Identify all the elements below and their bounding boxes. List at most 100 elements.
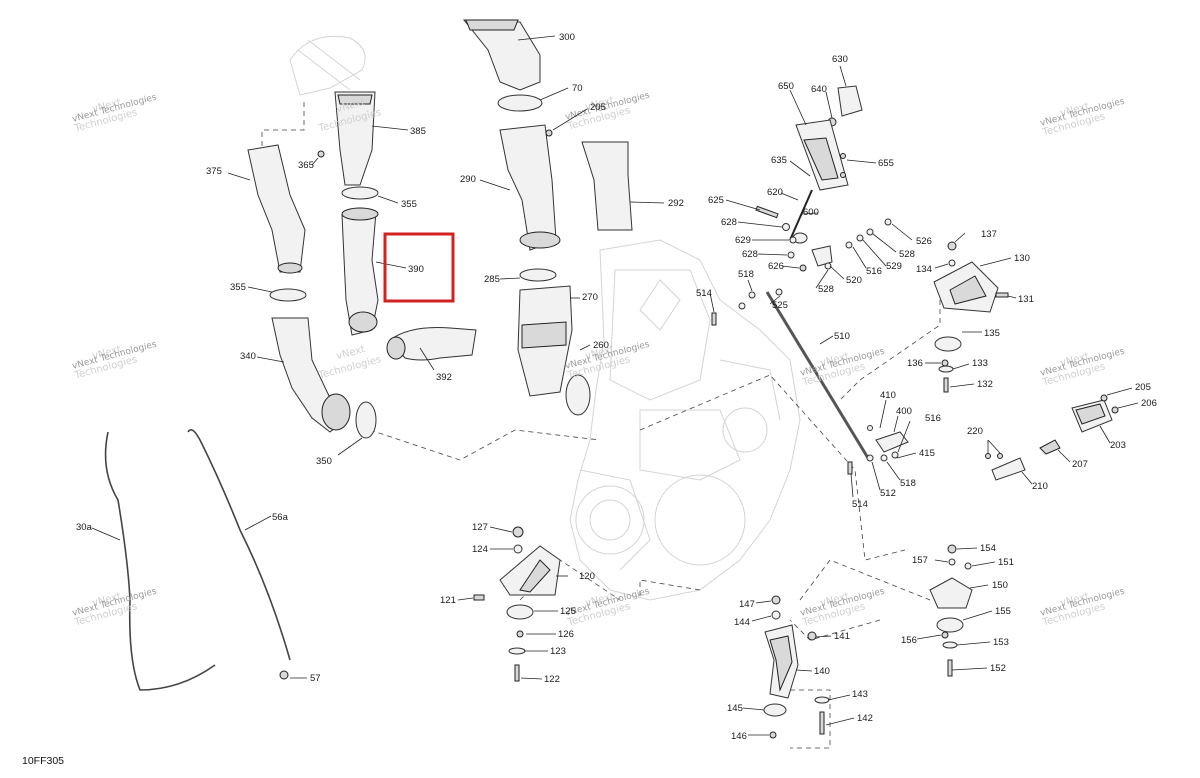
part-label-528-upper: 528 (899, 249, 915, 260)
pivot-400 (875, 431, 909, 453)
part-label-529: 529 (886, 261, 902, 272)
engine-mount-left (473, 526, 561, 682)
washer-124 (513, 544, 523, 554)
part-label-205-right: 205 (1135, 382, 1151, 393)
part-label-120: 120 (579, 571, 595, 582)
part-label-415: 415 (919, 448, 935, 459)
clamp-70 (497, 94, 543, 112)
washer-133 (938, 365, 954, 373)
part-label-510: 510 (834, 331, 850, 342)
screw-365 (317, 150, 325, 158)
part-label-203: 203 (1110, 440, 1126, 451)
bolt-514-lower (847, 461, 853, 475)
elbow-392 (389, 327, 477, 361)
part-label-151: 151 (998, 557, 1014, 568)
part-label-518-lower: 518 (900, 478, 916, 489)
clamp-260 (565, 374, 591, 416)
lever-620 (789, 189, 813, 241)
part-label-620: 620 (767, 187, 783, 198)
part-label-210: 210 (1032, 481, 1048, 492)
hoses-left (104, 429, 291, 691)
part-labels: 300 70 205 290 292 285 270 260 385 365 3… (76, 32, 1157, 742)
hose-56a (187, 429, 291, 661)
duct-292 (581, 141, 633, 231)
nut-136 (941, 359, 949, 367)
part-label-141: 141 (834, 631, 850, 642)
part-label-132: 132 (977, 379, 993, 390)
part-label-365: 365 (298, 160, 314, 171)
bracket-120 (499, 545, 561, 596)
part-label-123: 123 (550, 646, 566, 657)
part-label-525: 525 (772, 300, 788, 311)
part-label-512: 512 (880, 488, 896, 499)
knob-630 (837, 85, 863, 117)
sensor-cluster (985, 394, 1119, 481)
bushing-628-upper (782, 223, 790, 231)
part-label-220: 220 (967, 426, 983, 437)
part-label-300: 300 (559, 32, 575, 43)
part-label-625: 625 (708, 195, 724, 206)
shift-linkage (711, 85, 909, 475)
washer-123 (508, 647, 526, 655)
screw-205 (1100, 394, 1108, 402)
part-label-131: 131 (1018, 294, 1034, 305)
clamp-355-upper (341, 186, 379, 200)
part-label-155: 155 (995, 606, 1011, 617)
part-label-400: 400 (896, 406, 912, 417)
nut-154 (947, 544, 957, 554)
mount-145 (763, 703, 787, 717)
bushing-628-lower (787, 251, 795, 259)
part-label-655: 655 (878, 158, 894, 169)
part-label-133: 133 (972, 358, 988, 369)
part-label-600: 600 (803, 207, 819, 218)
washer-153 (942, 641, 958, 649)
part-label-410: 410 (880, 390, 896, 401)
part-label-152: 152 (990, 663, 1006, 674)
mount-135 (934, 336, 962, 352)
nut-137 (947, 241, 957, 251)
washer-143 (814, 696, 830, 704)
nut-141 (807, 631, 817, 641)
part-label-154: 154 (980, 543, 996, 554)
part-label-626: 626 (768, 261, 784, 272)
washer-134 (948, 259, 956, 267)
highlight-box-390 (383, 232, 455, 303)
nut-127 (512, 526, 524, 538)
screw-220-a (985, 453, 991, 459)
part-label-630: 630 (832, 54, 848, 65)
part-label-270: 270 (582, 292, 598, 303)
figure-id: 10FF305 (22, 755, 64, 767)
mount-155 (936, 617, 964, 633)
part-label-121: 121 (440, 595, 456, 606)
bushing-629 (789, 236, 797, 244)
clip-57 (279, 670, 289, 680)
part-label-290: 290 (460, 174, 476, 185)
part-label-520: 520 (846, 275, 862, 286)
engine-ghost-outline (569, 239, 801, 601)
engine-mount-right-bottom (929, 544, 973, 677)
part-label-385: 385 (410, 126, 426, 137)
part-label-292: 292 (668, 198, 684, 209)
harness-210 (991, 457, 1026, 481)
bolt-142 (819, 711, 825, 735)
part-label-124: 124 (472, 544, 488, 555)
duct-290 (499, 124, 557, 251)
part-label-30a: 30a (76, 522, 93, 533)
part-label-140: 140 (814, 666, 830, 677)
part-label-206: 206 (1141, 398, 1157, 409)
part-label-526: 526 (916, 236, 932, 247)
part-label-156: 156 (901, 635, 917, 646)
bracket-150 (929, 577, 973, 609)
part-label-127: 127 (472, 522, 488, 533)
sensor-207 (1039, 439, 1061, 455)
part-label-70: 70 (572, 83, 583, 94)
duct-375 (247, 144, 306, 273)
part-label-207: 207 (1072, 459, 1088, 470)
clamp-355-lower (269, 288, 307, 302)
part-label-134: 134 (916, 264, 932, 275)
part-label-142: 142 (857, 713, 873, 724)
leader-lines (91, 35, 1139, 736)
hose-30a (104, 431, 216, 691)
bolt-121 (473, 594, 485, 601)
